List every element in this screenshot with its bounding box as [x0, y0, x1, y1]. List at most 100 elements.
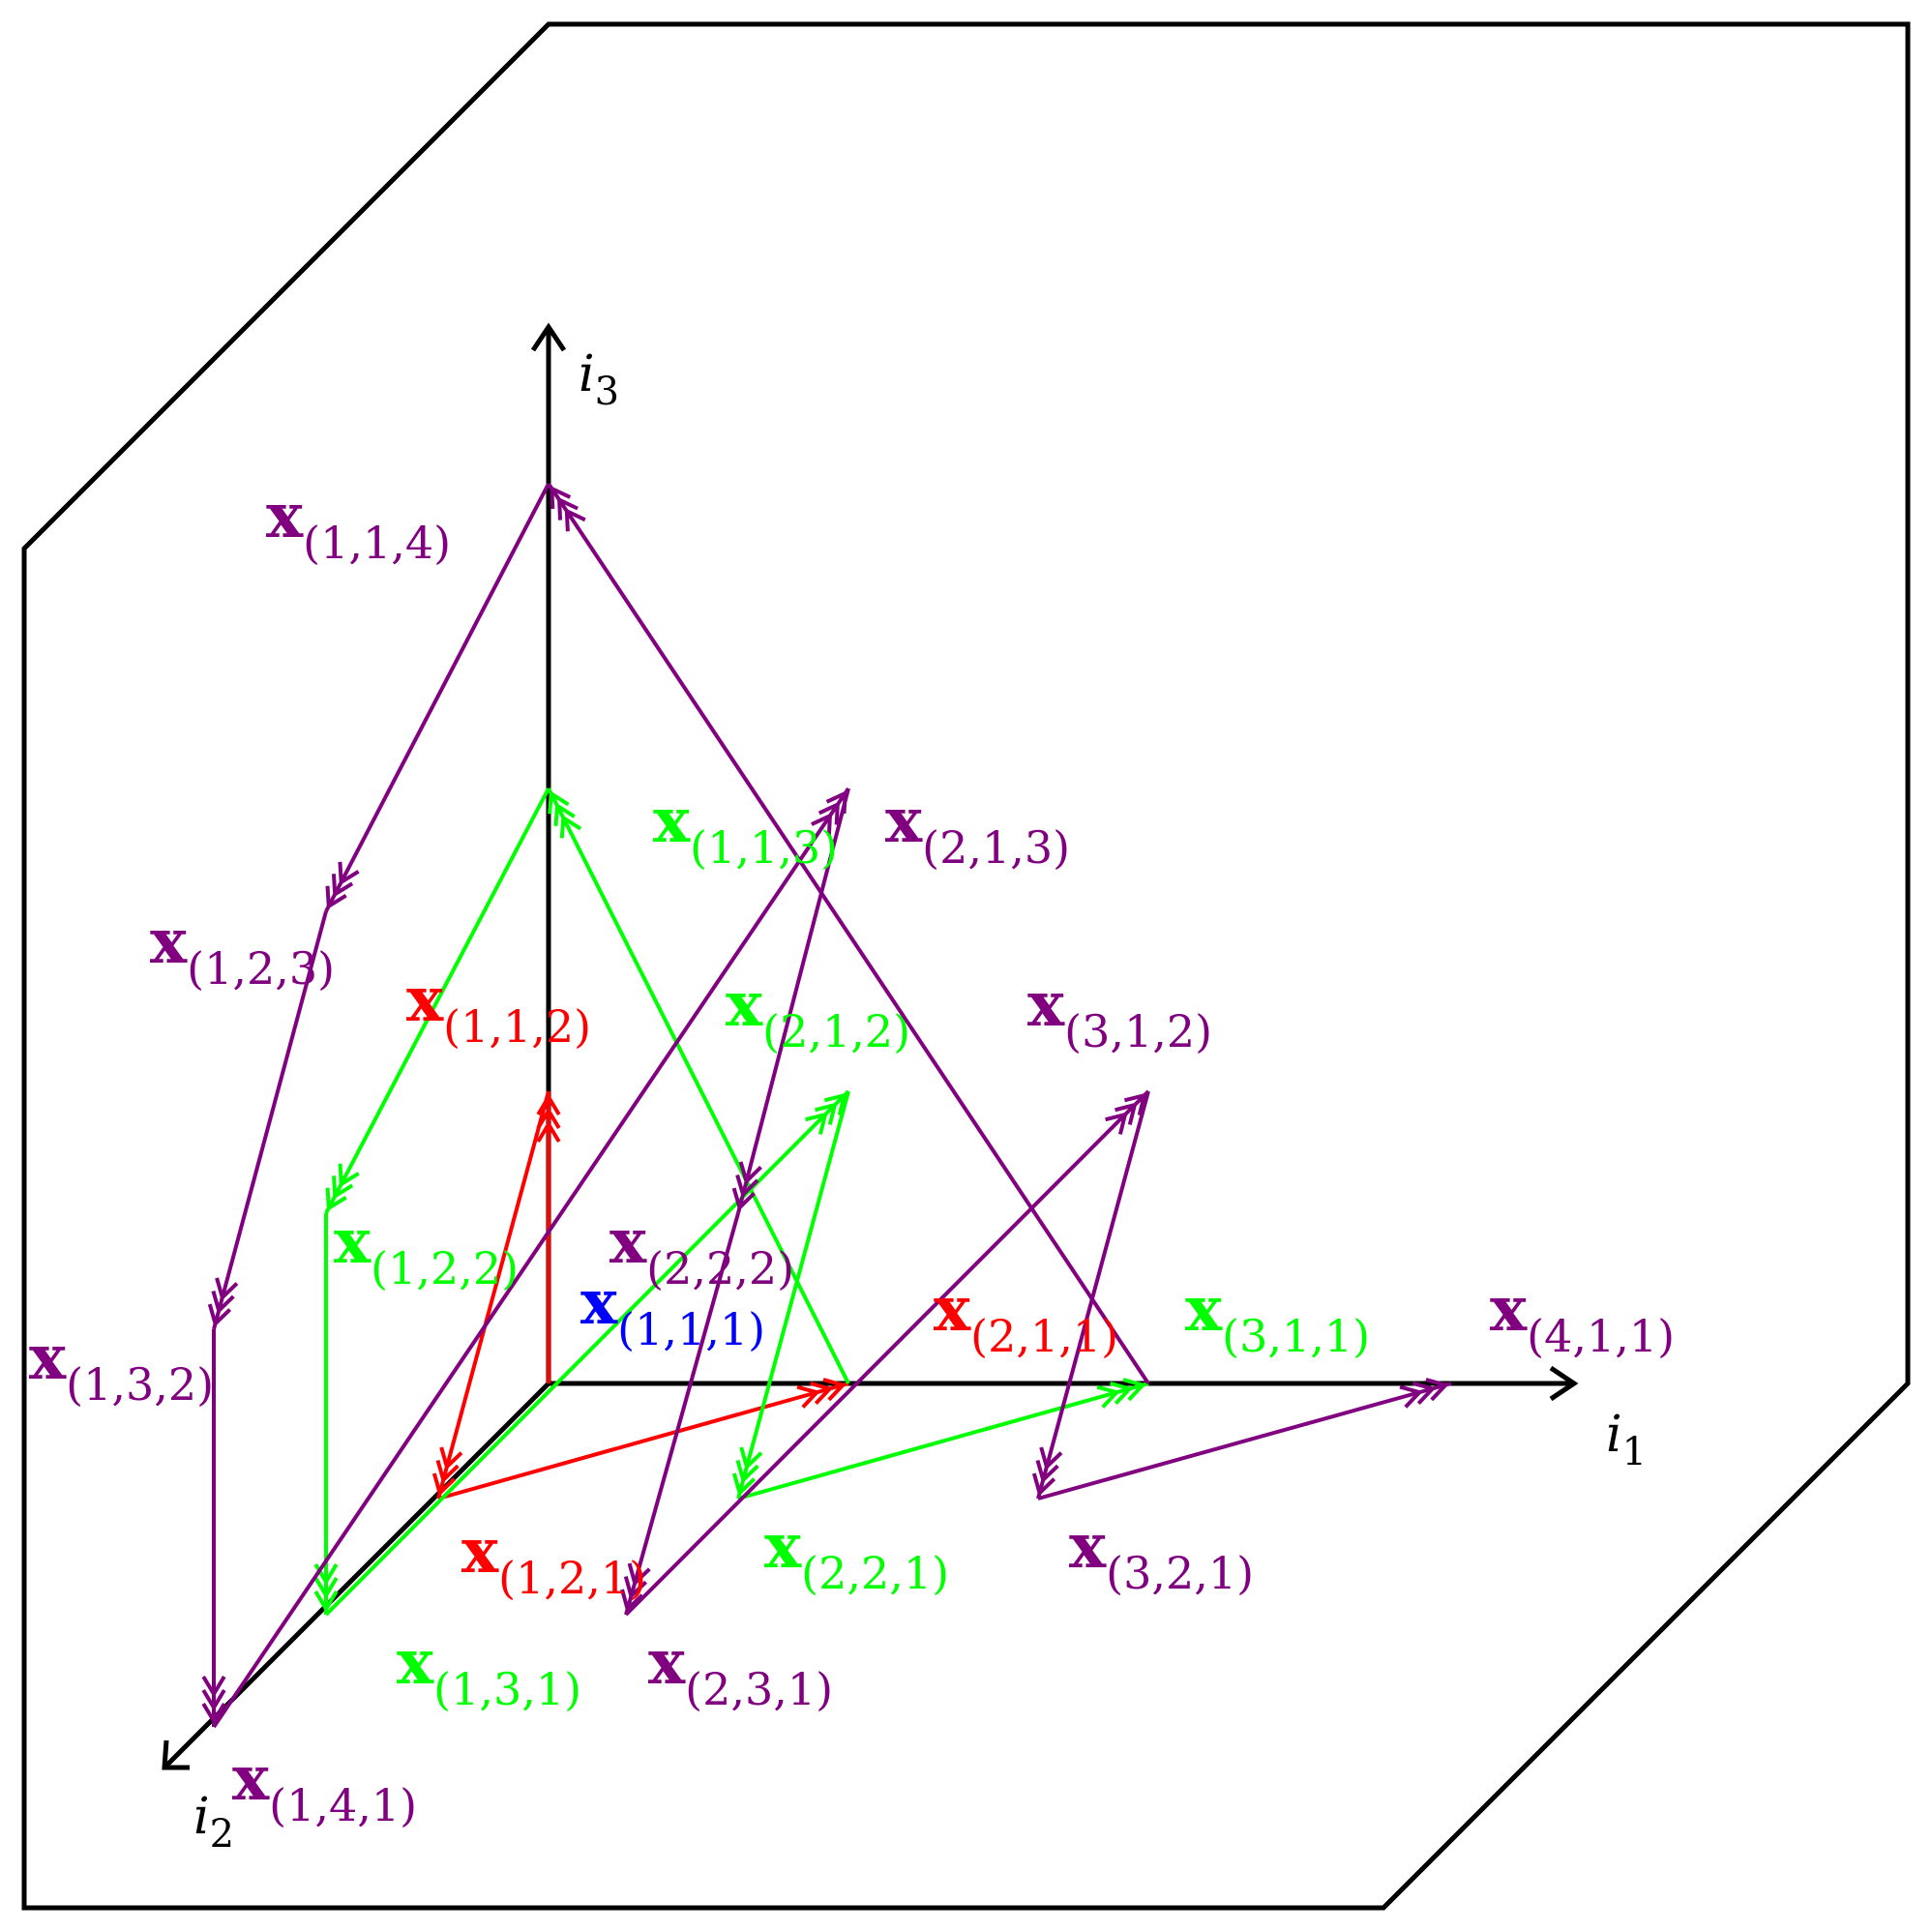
point-label-132: x(1,3,2)	[29, 1322, 214, 1411]
edge-311-to-114	[547, 482, 1150, 1385]
edge-arrowhead	[559, 814, 582, 839]
edge-line	[324, 483, 550, 912]
point-label-letter: x	[653, 785, 691, 857]
edge-arrowhead	[739, 1446, 763, 1471]
axis-i2-arrowhead	[162, 1739, 190, 1770]
edge-line	[624, 1089, 1150, 1617]
edge-line	[324, 1089, 850, 1617]
edge-arrowhead	[313, 1576, 339, 1599]
edge-213-to-222	[731, 788, 850, 1214]
point-label-letter: x	[1027, 968, 1065, 1041]
edge-arrowhead	[215, 1277, 239, 1301]
edge-arrowhead	[822, 1378, 847, 1402]
point-label-112: x(1,1,2)	[406, 964, 591, 1053]
edge-arrowhead	[556, 496, 579, 520]
edge-arrowhead	[1425, 1378, 1449, 1402]
edge-arrowhead	[201, 1688, 226, 1711]
edge-line	[1037, 1382, 1452, 1501]
point-label-subscript: (2,1,1)	[970, 1310, 1118, 1362]
edge-arrowhead	[548, 789, 570, 815]
point-label-212: x(2,1,2)	[726, 968, 910, 1057]
edge-arrowhead	[1122, 1378, 1146, 1402]
point-label-subscript: (1,3,2)	[66, 1358, 214, 1411]
point-label-subscript: (1,1,4)	[303, 517, 451, 569]
axis-label-i3: i3	[579, 345, 619, 414]
point-label-subscript: (1,3,1)	[433, 1663, 581, 1715]
edge-arrowhead	[439, 1446, 463, 1471]
point-label-letter: x	[1185, 1273, 1223, 1346]
edge-arrowhead	[431, 1472, 457, 1497]
point-label-321: x(3,2,1)	[1069, 1510, 1254, 1599]
edge-arrowhead	[1109, 1381, 1134, 1406]
edge-line	[547, 482, 1150, 1385]
edge-line	[737, 1382, 1149, 1501]
edge-arrowhead	[796, 1384, 821, 1409]
edge-arrowhead	[817, 801, 840, 825]
edge-131-to-212	[324, 1089, 850, 1617]
edge-line	[624, 1212, 740, 1616]
point-label-letter: x	[609, 1205, 647, 1278]
edge-arrowhead	[1035, 1459, 1059, 1484]
edge-line	[547, 788, 850, 1384]
edge-121-to-211	[437, 1378, 849, 1501]
edge-132-to-141	[201, 1329, 226, 1727]
point-label-subscript: (1,4,1)	[269, 1779, 417, 1831]
point-label-113: x(1,1,3)	[653, 785, 838, 874]
edge-line	[437, 1382, 849, 1501]
axis-label-i1-sub: 1	[1622, 1430, 1647, 1474]
edge-arrowhead	[553, 802, 576, 826]
point-label-letter: x	[397, 1626, 434, 1699]
axis-label-i1: i1	[1606, 1406, 1647, 1474]
edge-221-to-311	[737, 1378, 1149, 1501]
point-label-111: x(1,1,1)	[580, 1266, 765, 1355]
edge-arrowhead	[536, 1120, 561, 1144]
point-label-131: x(1,3,1)	[397, 1626, 581, 1715]
point-label-letter: x	[334, 1205, 372, 1278]
point-label-subscript: (2,1,3)	[922, 821, 1070, 874]
edge-111-to-112	[536, 1091, 561, 1383]
edge-arrowhead	[313, 1590, 339, 1613]
edge-arrowhead	[815, 1102, 838, 1126]
point-label-letter: x	[461, 1515, 499, 1588]
edge-arrowhead	[627, 1562, 651, 1587]
edge-arrowhead	[435, 1459, 460, 1484]
edge-arrowhead	[823, 1092, 847, 1116]
edge-line	[324, 788, 550, 1214]
axis-i1-arrowhead	[1549, 1365, 1579, 1402]
point-label-subscript: (4,1,1)	[1527, 1310, 1675, 1362]
point-label-letter: x	[406, 964, 444, 1036]
edge-arrowhead	[325, 1187, 347, 1212]
axis-label-i3-letter: i	[579, 345, 595, 403]
edge-123-to-132	[207, 910, 328, 1330]
edge-line	[436, 1090, 550, 1500]
edge-arrowhead	[623, 1575, 648, 1600]
point-label-222: x(2,2,2)	[609, 1205, 794, 1294]
edge-arrowhead	[201, 1702, 226, 1725]
point-label-141: x(1,4,1)	[232, 1742, 417, 1831]
edge-arrowhead	[811, 812, 833, 837]
point-label-letter: x	[580, 1266, 618, 1339]
point-label-121: x(1,2,1)	[461, 1515, 646, 1604]
edge-arrowhead	[1412, 1381, 1437, 1405]
edge-112-to-121	[431, 1090, 550, 1500]
edge-113-to-122	[324, 788, 550, 1214]
edge-line	[212, 910, 328, 1330]
edge-arrowhead	[331, 874, 354, 898]
point-label-114: x(1,1,4)	[266, 480, 451, 569]
point-label-letter: x	[29, 1322, 67, 1394]
point-label-312: x(3,1,2)	[1027, 968, 1212, 1057]
point-label-311: x(3,1,1)	[1185, 1273, 1370, 1362]
point-label-letter: x	[885, 785, 923, 857]
edge-211-to-113	[547, 788, 850, 1384]
edge-arrowhead	[735, 1174, 759, 1199]
edge-222-to-231	[620, 1212, 740, 1616]
point-label-subscript: (1,1,1)	[617, 1303, 765, 1355]
point-label-subscript: (3,1,1)	[1222, 1310, 1370, 1362]
edge-arrowhead	[201, 1675, 226, 1698]
point-label-letter: x	[232, 1742, 270, 1815]
point-labels: x(1,1,1)x(1,1,2)x(1,2,1)x(2,1,1)x(1,1,3)…	[29, 480, 1675, 1831]
edge-212-to-221	[731, 1090, 850, 1500]
point-label-subscript: (1,2,3)	[187, 942, 335, 995]
point-label-letter: x	[150, 906, 188, 978]
